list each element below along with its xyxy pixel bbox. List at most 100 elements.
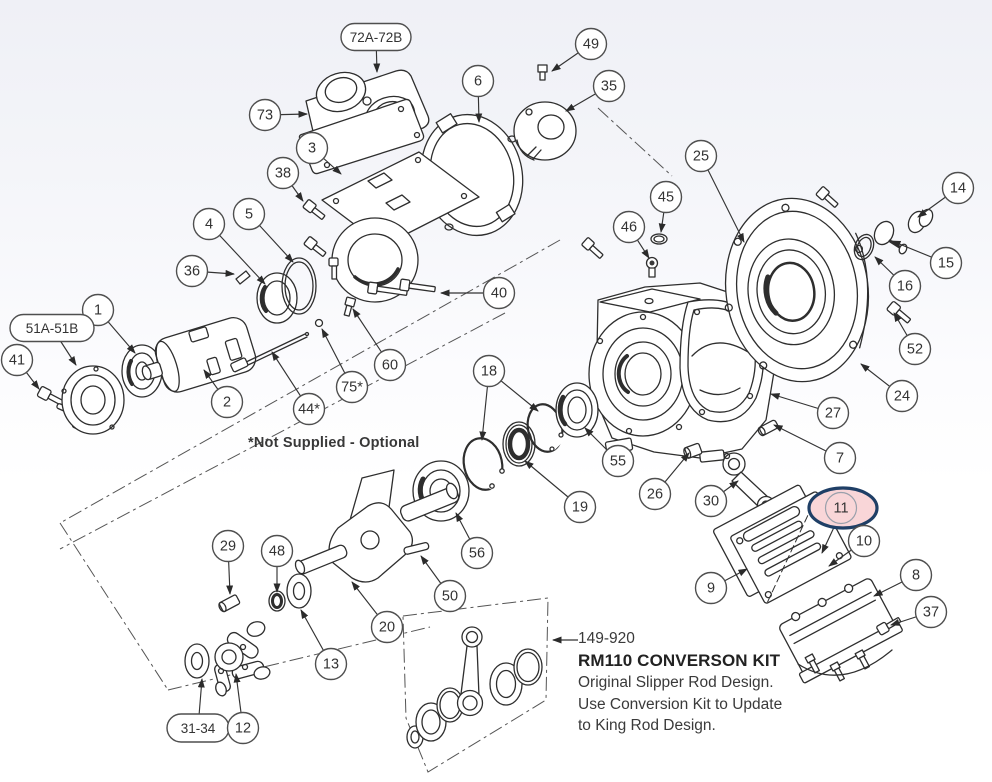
balloon-25[interactable]: 25: [684, 139, 718, 173]
balloon-10[interactable]: 10: [847, 524, 881, 558]
balloon-37[interactable]: 37: [914, 595, 948, 629]
conversion-kit-callout: 149-920 RM110 CONVERSON KIT Original Sli…: [578, 629, 818, 737]
svg-text:4: 4: [205, 217, 213, 233]
balloon-12[interactable]: 12: [226, 711, 260, 745]
part-bearing-55: [555, 382, 599, 438]
balloon-29[interactable]: 29: [211, 529, 245, 563]
part-washer-31-34: [184, 643, 210, 679]
part-key-36: [235, 270, 251, 285]
part-bolt-41: [36, 386, 65, 407]
kit-line-1: Original Slipper Rod Design.: [578, 674, 774, 691]
svg-text:48: 48: [269, 544, 285, 560]
balloon-26[interactable]: 26: [638, 477, 672, 511]
svg-text:19: 19: [572, 500, 588, 516]
svg-text:60: 60: [382, 358, 398, 374]
balloon-44*[interactable]: 44*: [292, 392, 326, 426]
part-kit-rod-group: [406, 626, 543, 749]
balloon-36[interactable]: 36: [175, 254, 209, 288]
part-cap-14: [907, 208, 934, 234]
svg-text:38: 38: [275, 166, 291, 182]
balloon-55[interactable]: 55: [601, 444, 635, 478]
kit-title: RM110 CONVERSON KIT: [578, 651, 781, 670]
balloon-20[interactable]: 20: [370, 610, 404, 644]
not-supplied-note: *Not Supplied - Optional: [248, 435, 420, 451]
balloon-19[interactable]: 19: [563, 490, 597, 524]
balloon-9[interactable]: 9: [694, 571, 728, 605]
svg-text:14: 14: [950, 181, 966, 197]
balloon-72A-72B[interactable]: 72A-72B: [340, 22, 412, 52]
balloon-31-34[interactable]: 31-34: [166, 713, 230, 743]
svg-text:2: 2: [223, 395, 231, 411]
part-plunger-15: [873, 220, 908, 255]
svg-text:11: 11: [833, 501, 848, 517]
svg-text:1: 1: [94, 303, 102, 319]
part-washer-13: [286, 573, 312, 609]
balloon-7[interactable]: 7: [823, 441, 857, 475]
kit-line-2: Use Conversion Kit to Update: [578, 695, 783, 713]
svg-text:72A-72B: 72A-72B: [350, 30, 403, 45]
balloon-2[interactable]: 2: [210, 385, 244, 419]
svg-text:56: 56: [469, 546, 485, 562]
part-oring-45: [650, 233, 668, 245]
part-setscrew-49: [537, 64, 548, 81]
balloon-3[interactable]: 3: [295, 131, 329, 165]
part-pin-29: [218, 594, 241, 613]
balloon-49[interactable]: 49: [574, 27, 608, 61]
balloon-40[interactable]: 40: [482, 276, 516, 310]
part-oring-5: [281, 257, 317, 315]
svg-text:55: 55: [610, 454, 626, 470]
svg-text:27: 27: [825, 406, 841, 422]
balloon-15[interactable]: 15: [929, 246, 963, 280]
balloon-24[interactable]: 24: [885, 379, 919, 413]
balloon-27[interactable]: 27: [816, 396, 850, 430]
part-zerk-46: [645, 256, 659, 278]
balloon-13[interactable]: 13: [314, 647, 348, 681]
balloon-60[interactable]: 60: [373, 348, 407, 382]
balloon-11-highlighted[interactable]: 11: [807, 486, 879, 530]
balloon-4[interactable]: 4: [192, 207, 226, 241]
balloon-30[interactable]: 30: [694, 484, 728, 518]
part-pin-7: [757, 419, 779, 437]
balloon-16[interactable]: 16: [888, 269, 922, 303]
balloon-14[interactable]: 14: [941, 171, 975, 205]
svg-text:31-34: 31-34: [181, 721, 216, 736]
balloon-73[interactable]: 73: [248, 98, 282, 132]
svg-text:44*: 44*: [298, 402, 320, 418]
svg-text:3: 3: [308, 141, 316, 157]
balloon-35[interactable]: 35: [592, 69, 626, 103]
phantom-lines: [59, 107, 673, 773]
balloon-52[interactable]: 52: [898, 332, 932, 366]
balloon-41[interactable]: 41: [0, 343, 34, 377]
balloon-38[interactable]: 38: [266, 156, 300, 190]
part-seal-4: [256, 272, 298, 324]
svg-text:20: 20: [379, 620, 395, 636]
svg-text:49: 49: [583, 37, 599, 53]
balloon-18[interactable]: 18: [472, 354, 506, 388]
balloon-46[interactable]: 46: [612, 210, 646, 244]
balloon-50[interactable]: 50: [433, 579, 467, 613]
svg-text:29: 29: [220, 539, 236, 555]
svg-text:51A-51B: 51A-51B: [26, 321, 79, 336]
svg-text:9: 9: [707, 581, 715, 597]
balloon-51A-51B[interactable]: 51A-51B: [9, 313, 95, 343]
part-rod-cluster-12: [214, 621, 271, 697]
balloon-75*[interactable]: 75*: [335, 370, 369, 404]
svg-text:12: 12: [235, 721, 251, 737]
part-snapring-18a: [462, 437, 509, 491]
balloon-6[interactable]: 6: [461, 64, 495, 98]
svg-text:36: 36: [184, 264, 200, 280]
balloon-5[interactable]: 5: [232, 197, 266, 231]
part-seal-19: [502, 421, 536, 467]
svg-text:18: 18: [481, 364, 497, 380]
balloon-45[interactable]: 45: [649, 180, 683, 214]
svg-text:73: 73: [257, 108, 273, 124]
svg-text:45: 45: [658, 190, 674, 206]
svg-text:24: 24: [894, 389, 910, 405]
balloon-48[interactable]: 48: [260, 534, 294, 568]
balloon-8[interactable]: 8: [899, 558, 933, 592]
svg-text:25: 25: [693, 149, 709, 165]
balloon-56[interactable]: 56: [460, 536, 494, 570]
svg-text:26: 26: [647, 487, 663, 503]
svg-text:7: 7: [836, 451, 844, 467]
